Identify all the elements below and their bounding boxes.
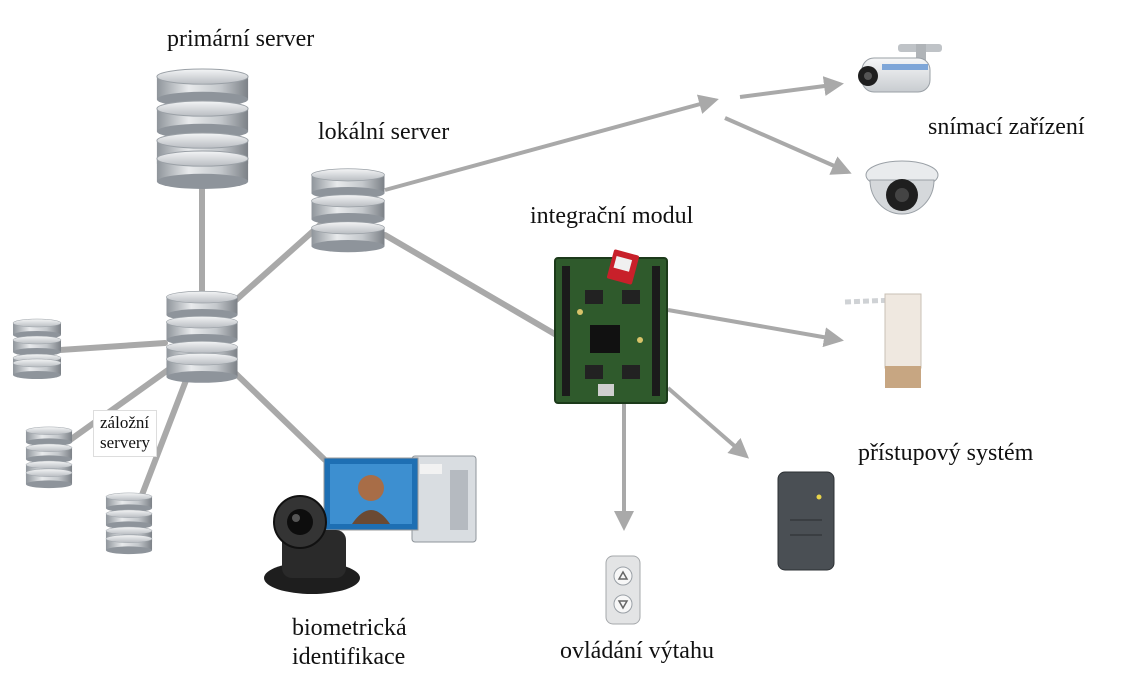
label-backup-servers: záložní servery — [93, 410, 158, 457]
biometric-station-icon — [264, 455, 477, 594]
line-hub-backup3 — [137, 367, 193, 503]
barrier-gate-icon — [844, 293, 922, 388]
backup-server-icon-2 — [25, 426, 73, 489]
label-local-server: lokální server — [318, 119, 450, 145]
line-hub-local — [233, 222, 323, 303]
label-backup-line2: servery — [100, 433, 151, 453]
arrow-lines — [384, 76, 852, 531]
arrow-to-barrier — [667, 308, 844, 348]
line-local-module — [382, 232, 568, 343]
connector-lines — [57, 182, 568, 503]
line-hub-biometric — [229, 367, 328, 463]
bullet-camera-icon — [858, 44, 942, 93]
arrow-local-cameras — [384, 94, 719, 192]
backup-server-icon-3 — [105, 492, 153, 555]
label-sensing-devices: snímací zařízení — [928, 114, 1085, 140]
arrow-to-bullet-camera — [739, 76, 844, 99]
circuit-board-icon — [554, 249, 668, 404]
elevator-panel-icon — [605, 555, 641, 625]
card-reader-icon — [777, 471, 835, 571]
arrow-to-dome-camera — [724, 116, 852, 175]
label-access-system: přístupový systém — [858, 440, 1034, 466]
label-elevator-control: ovládání výtahu — [560, 638, 714, 664]
label-integration-module: integrační modul — [530, 203, 694, 229]
local-server-icon — [311, 168, 385, 253]
hub-server-icon — [166, 290, 238, 384]
dome-camera-icon — [865, 160, 939, 215]
label-biometric: biometrická identifikace — [292, 614, 407, 672]
line-hub-backup2 — [67, 362, 178, 443]
arrow-to-reader — [666, 386, 750, 459]
line-hub-backup1 — [57, 340, 168, 353]
label-primary-server: primární server — [167, 26, 315, 52]
backup-server-icon-1 — [12, 318, 62, 380]
primary-server-icon — [156, 68, 249, 190]
label-biometric-line2: identifikace — [292, 643, 406, 670]
label-backup-line1: záložní — [100, 413, 150, 432]
label-biometric-line1: biometrická — [292, 615, 407, 641]
